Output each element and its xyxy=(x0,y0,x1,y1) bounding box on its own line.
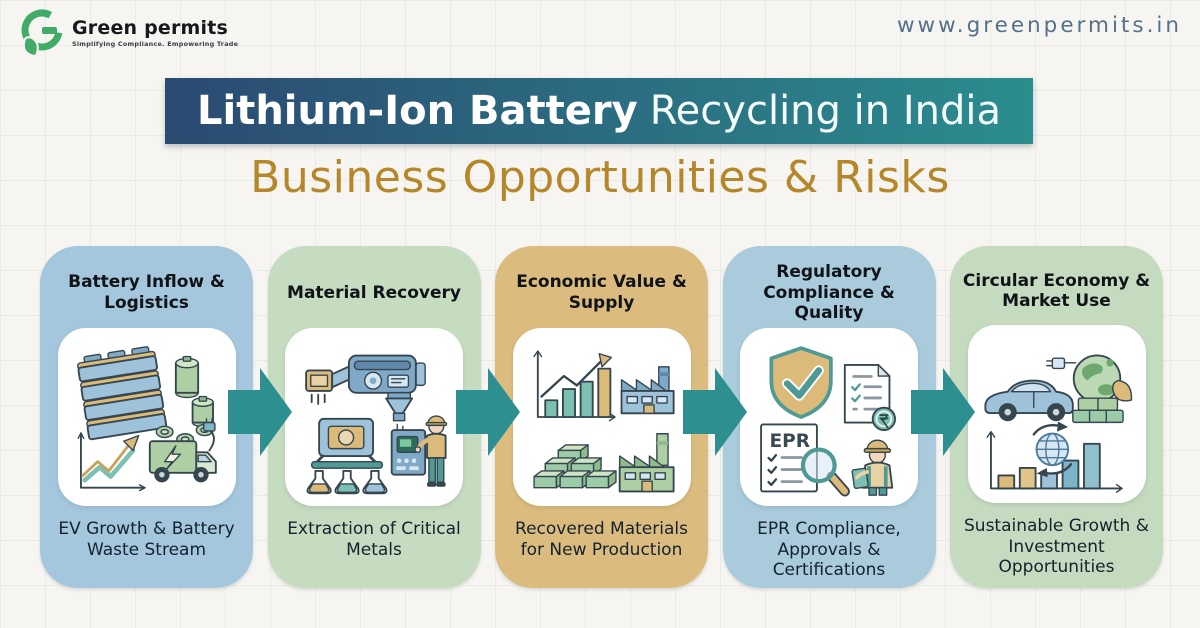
card-title: Material Recovery xyxy=(287,282,461,303)
page-subtitle: Business Opportunities & Risks xyxy=(250,152,950,203)
green-permits-g-leaf-icon xyxy=(21,9,63,58)
brand-tagline: Simplifying Compliance. Empowering Trade xyxy=(72,39,239,48)
card-illustration-box xyxy=(285,328,463,506)
card-illustration-box xyxy=(967,324,1146,503)
website-url: www.greenpermits.in xyxy=(896,13,1182,38)
card-material-recovery: Material Recovery xyxy=(267,246,481,588)
card-caption: Sustainable Growth & Investment Opportun… xyxy=(964,515,1149,578)
title-banner: Lithium-Ion Battery Recycling in India xyxy=(165,78,1033,144)
recycling-machine-flasks-worker-icon xyxy=(305,354,448,495)
card-illustration-box xyxy=(512,328,691,506)
card-circular-economy-market-use: Circular Economy & Market Use xyxy=(950,246,1163,588)
card-regulatory-compliance-quality: Regulatory Compliance & Quality xyxy=(722,246,936,588)
flow-arrow-right-icon xyxy=(228,368,292,456)
card-economic-value-supply: Economic Value & Supply xyxy=(495,246,708,588)
card-title: Regulatory Compliance & Quality xyxy=(763,261,895,324)
process-flow: Battery Inflow & Logistics xyxy=(40,246,1163,588)
title-bold: Lithium-Ion Battery xyxy=(197,88,638,134)
svg-text:EPR: EPR xyxy=(769,431,810,452)
card-illustration-box: EPR xyxy=(740,328,918,506)
flow-arrow-right-icon xyxy=(683,368,747,456)
card-title: Battery Inflow & Logistics xyxy=(68,272,225,313)
card-illustration-box xyxy=(57,328,236,506)
brand-name: Green permits xyxy=(72,16,229,39)
title-regular: Recycling in India xyxy=(649,88,1001,134)
card-caption: Extraction of Critical Metals xyxy=(287,519,461,560)
battery-stack-growth-chart-ev-truck-icon xyxy=(76,346,217,492)
flow-arrow-right-icon xyxy=(456,368,520,456)
card-caption: EV Growth & Battery Waste Stream xyxy=(58,519,235,560)
growth-chart-factories-metal-ingots-icon xyxy=(532,350,675,493)
ev-car-globe-investment-chart-icon xyxy=(983,354,1132,493)
brand-logo: Green permits Simplifying Compliance. Em… xyxy=(16,6,238,58)
card-caption: EPR Compliance, Approvals & Certificatio… xyxy=(757,519,901,581)
card-title: Economic Value & Supply xyxy=(516,272,687,313)
card-caption: Recovered Materials for New Production xyxy=(515,519,688,560)
card-battery-inflow-logistics: Battery Inflow & Logistics xyxy=(40,246,253,588)
flow-arrow-right-icon xyxy=(911,368,975,456)
card-title: Circular Economy & Market Use xyxy=(962,270,1151,312)
shield-check-epr-documents-inspector-icon: EPR xyxy=(760,346,896,497)
